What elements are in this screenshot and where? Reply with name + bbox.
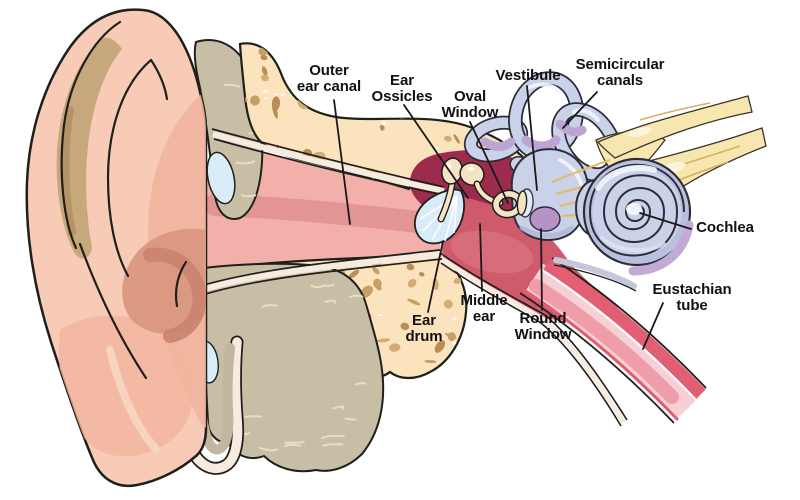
leader-oval-window [469, 121, 509, 204]
label-ear-ossicles: Ear Ossicles [371, 72, 433, 105]
cartilage-cell-blob [206, 151, 236, 205]
leader-outer-ear-canal [333, 99, 351, 225]
inner-ear [463, 71, 623, 241]
label-middle-ear: Middle ear [460, 292, 508, 325]
leader-lines [333, 85, 692, 350]
pinna [25, 8, 208, 488]
cochlea [575, 157, 694, 276]
label-oval-window: Oval Window [441, 88, 499, 121]
ear-canal-lining [193, 128, 445, 298]
label-ear-drum: Ear drum [405, 312, 443, 345]
label-eustachian-tube: Eustachian tube [652, 281, 732, 314]
leader-ear-drum [427, 240, 444, 313]
leader-vestibule [526, 85, 538, 191]
leader-semicircular-canals [562, 91, 598, 129]
leader-middle-ear [479, 223, 483, 292]
eustachian-tube [519, 257, 707, 424]
label-outer-ear-canal: Outer ear canal [296, 62, 362, 95]
label-cochlea: Cochlea [696, 219, 754, 236]
cochlea-spiral [588, 163, 685, 257]
stapes [491, 189, 528, 219]
label-round-window: Round Window [514, 310, 572, 343]
ear-ossicles [437, 157, 528, 223]
leader-ear-ossicles [403, 104, 469, 199]
round-window [529, 206, 561, 232]
cochlea-underside [553, 257, 637, 292]
leader-eustachian-tube [642, 302, 664, 350]
middle-ear-floor [440, 254, 628, 427]
leader-cochlea [639, 212, 692, 230]
label-vestibule: Vestibule [495, 67, 561, 84]
label-semicircular-canals: Semicircular canals [575, 56, 665, 89]
leader-round-window [540, 228, 543, 311]
